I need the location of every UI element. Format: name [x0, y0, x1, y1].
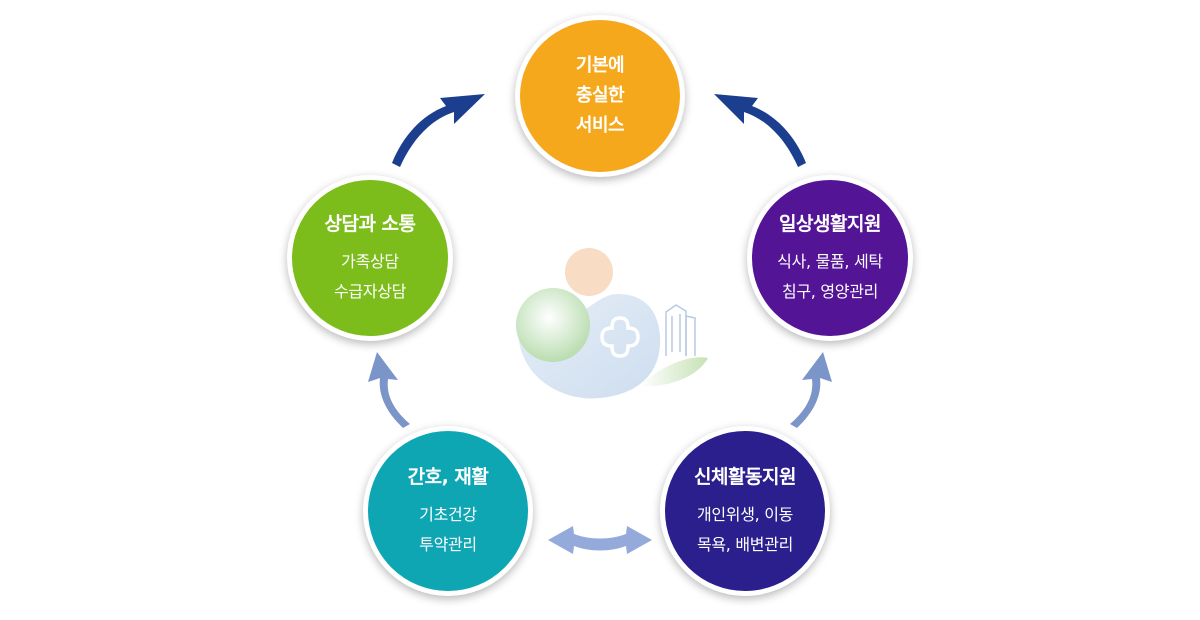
node-daily-living-item-1: 식사, 물품, 세탁	[777, 252, 883, 271]
node-basic-service: 기본에 충실한 서비스	[515, 15, 685, 177]
node-physical-activity-title: 신체활동지원	[694, 466, 796, 488]
node-basic-service-line-3: 서비스	[575, 115, 625, 136]
node-daily-living-title: 일상생활지원	[779, 213, 881, 235]
node-nursing-title: 간호, 재활	[407, 466, 489, 488]
arrow-right-to-top	[714, 94, 806, 167]
arrow-bottomleft-to-left	[368, 352, 410, 428]
node-nursing-item-2: 투약관리	[419, 535, 477, 554]
node-basic-service-line-1: 기본에	[575, 55, 625, 76]
node-physical-activity-item-1: 개인위생, 이동	[696, 505, 794, 524]
node-counseling-item-2: 수급자상담	[333, 282, 407, 301]
node-counseling-item-1: 가족상담	[341, 252, 399, 271]
arrow-left-to-top	[392, 94, 485, 167]
arrow-bottom-double	[548, 526, 652, 554]
arrow-bottomright-to-right	[790, 352, 832, 428]
node-counseling: 상담과 소통 가족상담 수급자상담	[287, 175, 453, 341]
node-counseling-title: 상담과 소통	[324, 213, 416, 235]
node-nursing: 간호, 재활 기초건강 투약관리	[363, 426, 533, 596]
node-basic-service-line-2: 충실한	[575, 85, 625, 106]
node-nursing-item-1: 기초건강	[419, 505, 477, 524]
node-physical-activity: 신체활동지원 개인위생, 이동 목욕, 배변관리	[660, 426, 830, 596]
node-daily-living: 일상생활지원 식사, 물품, 세탁 침구, 영양관리	[747, 175, 913, 341]
node-physical-activity-item-2: 목욕, 배변관리	[696, 535, 794, 554]
center-logo-icon	[516, 248, 708, 399]
node-daily-living-item-2: 침구, 영양관리	[781, 282, 879, 301]
